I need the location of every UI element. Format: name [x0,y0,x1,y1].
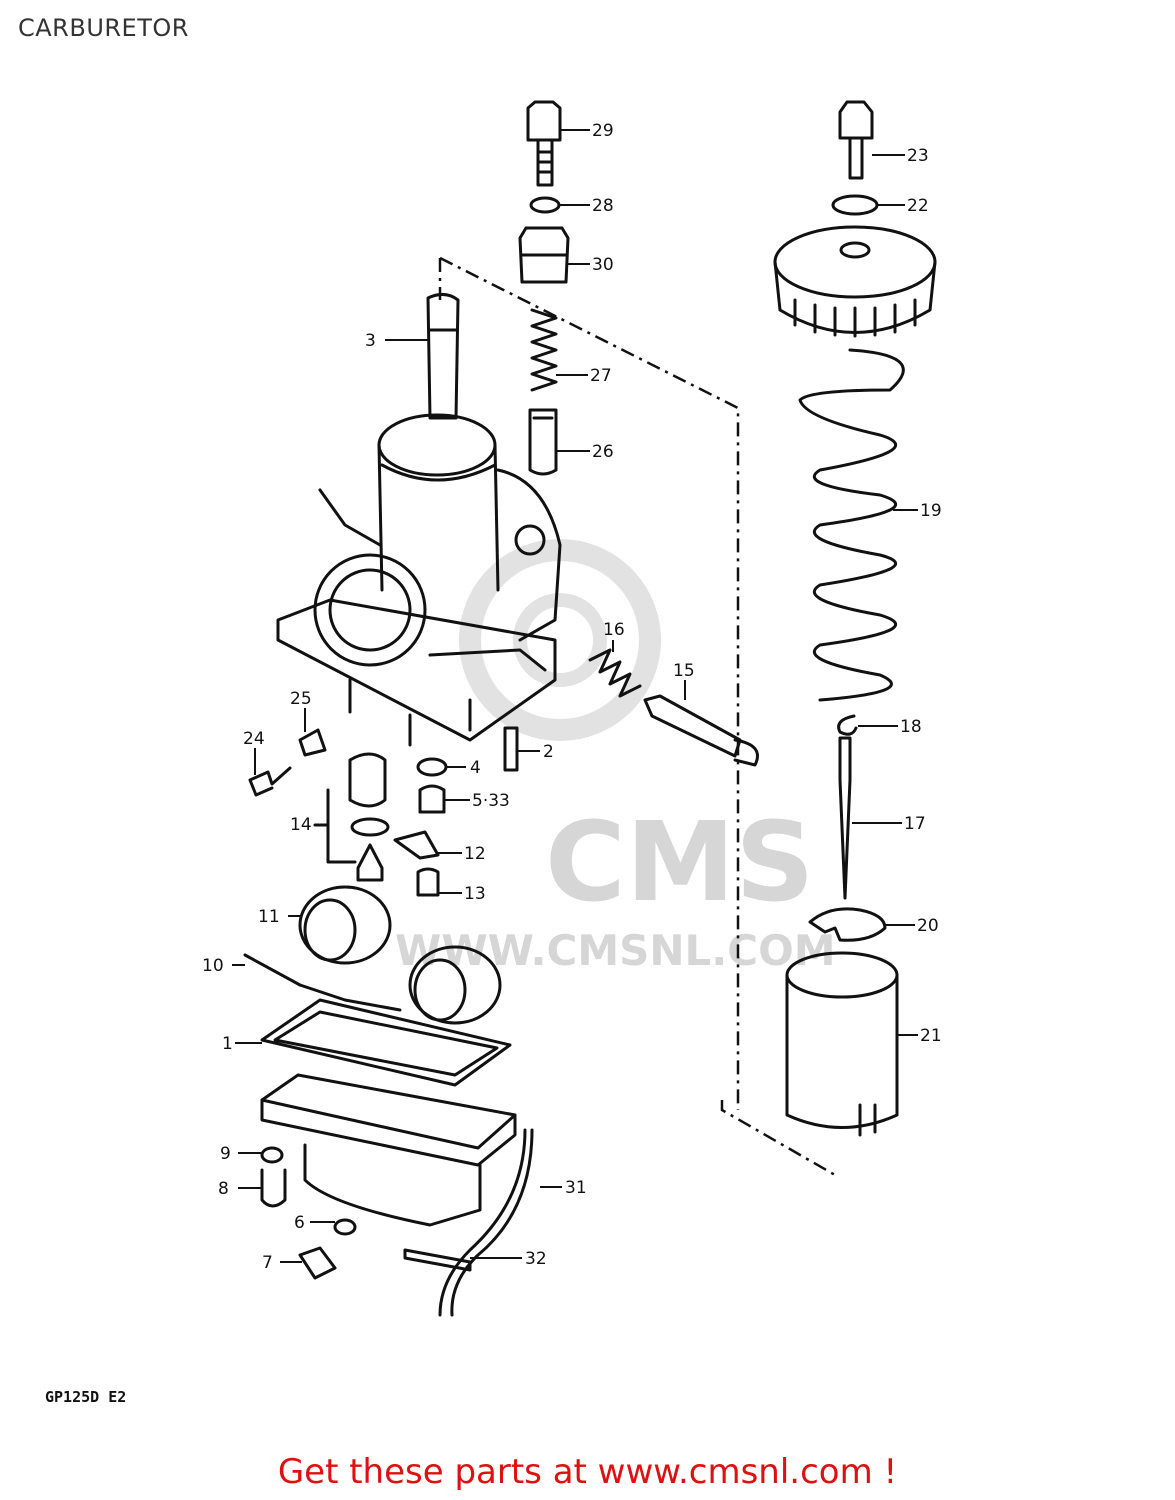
callout-31: 31 [565,1178,587,1198]
hose-clamp-part [403,1248,472,1272]
overflow-hose-part [438,1128,534,1317]
callout-25: 25 [290,689,312,709]
jet-needle-part [838,736,852,900]
main-jet-part [418,784,446,814]
callout-7: 7 [262,1253,273,1273]
float-bowl-part [260,1073,517,1227]
model-code: GP125D E2 [45,1388,127,1406]
washer-6-part [333,1218,357,1236]
air-screw-spring-part [588,648,642,698]
callout-3: 3 [365,331,376,351]
needle-clip-part [837,714,858,736]
callout-21: 21 [920,1026,942,1046]
assembly-guide-line [438,256,836,1177]
large-spring-part [798,348,905,702]
watermark-url: WWW.CMSNL.COM [395,926,836,975]
callout-9: 9 [220,1144,231,1164]
throttle-stop-screw-part [643,694,759,767]
callout-8: 8 [218,1179,229,1199]
callout-6: 6 [294,1213,305,1233]
footer-cta-link[interactable]: Get these parts at www.cmsnl.com ! [277,1452,898,1492]
top-cover-part [773,225,937,338]
plunger-part [528,408,558,476]
pilot-jet-part [503,726,519,772]
float-pin-part [243,953,302,987]
starter-tube-part [426,293,460,420]
page-title: CARBURETOR [18,14,189,42]
callout-32: 32 [525,1249,547,1269]
callout-16: 16 [603,620,625,640]
callout-11: 11 [258,907,280,927]
washer-4-part [416,757,448,777]
cable-adjuster-part [526,100,562,187]
top-screw-part [838,100,874,180]
callout-4: 4 [470,758,481,778]
cap-part [518,226,570,284]
top-washer-part [831,194,879,216]
callout-10: 10 [202,956,224,976]
callout-18: 18 [900,717,922,737]
screw-13-part [416,867,440,897]
float-bowl-gasket-part [260,998,512,1087]
carburetor-body-part [276,413,562,747]
cms-watermark: CMS WWW.CMSNL.COM [395,539,836,975]
callout-22: 22 [907,196,929,216]
callout-13: 13 [464,884,486,904]
needle-plate-part [808,907,887,942]
callout-19: 19 [920,501,942,521]
washer-9-part [260,1146,284,1164]
callout-12: 12 [464,844,486,864]
callout-labels: 29 28 30 27 26 3 23 22 19 18 17 20 21 16… [202,121,942,1273]
callout-14: 14 [290,815,312,835]
float-part [298,885,502,1025]
callout-15: 15 [673,661,695,681]
screw-24-part [248,766,292,797]
callout-23: 23 [907,146,929,166]
callout-29: 29 [592,121,614,141]
callout-26: 26 [592,442,614,462]
throttle-valve-part [785,951,899,1137]
callout-20: 20 [917,916,939,936]
retainer-plate-part [393,830,440,860]
callout-30: 30 [592,255,614,275]
leader-lines [232,129,918,1263]
lock-nut-part [529,196,561,214]
callout-2: 2 [543,742,554,762]
watermark-logo: CMS [545,798,814,926]
callout-5-33: 5·33 [472,791,510,811]
callout-28: 28 [592,196,614,216]
callout-24: 24 [243,729,265,749]
needle-valve-set-part [313,752,390,882]
small-spring-part [530,308,558,392]
screw-8-part [260,1168,287,1208]
callout-1: 1 [222,1034,233,1054]
screw-7-part [298,1246,337,1280]
screw-25-part [298,728,327,757]
callout-17: 17 [904,814,926,834]
callout-27: 27 [590,366,612,386]
